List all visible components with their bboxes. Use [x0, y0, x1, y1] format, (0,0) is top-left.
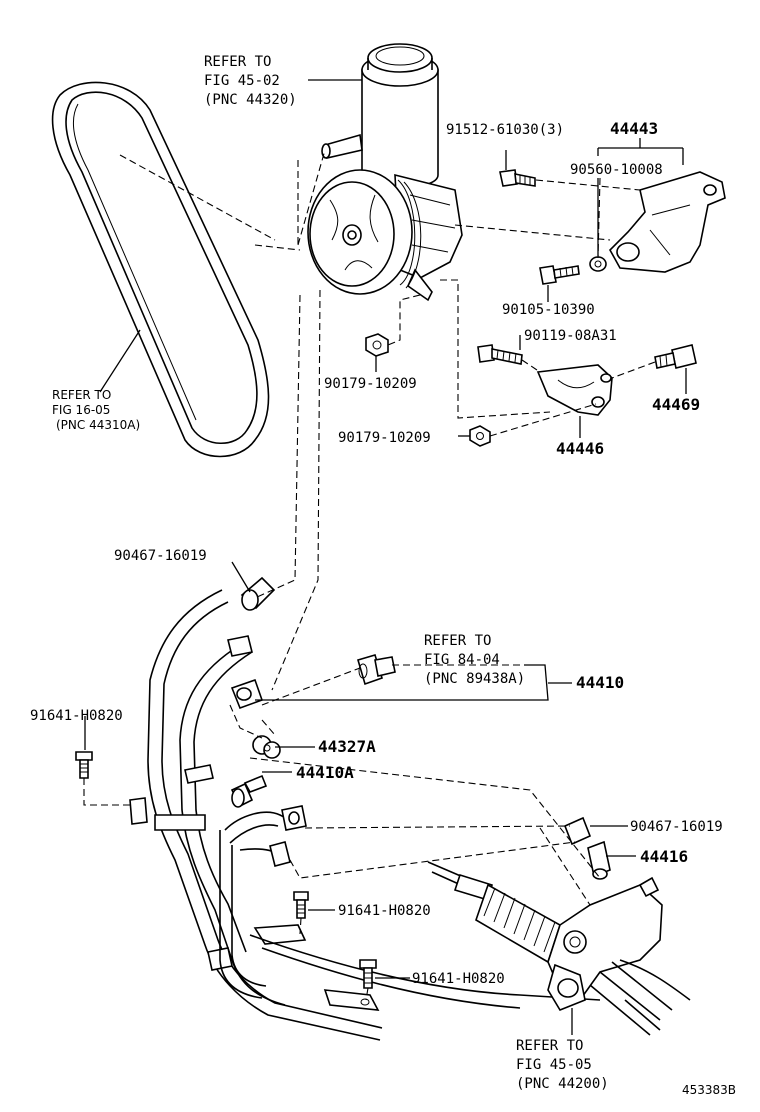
relation-lines [83, 149, 656, 1001]
bolt-90105-10390[interactable] [539, 265, 580, 285]
refer-84-04-line2: FIG 84-04 [424, 652, 500, 668]
refer-45-05-line2: FIG 45-05 [516, 1057, 592, 1073]
pressure-feed-tubes[interactable] [219, 805, 601, 1011]
washer-90560-10008[interactable] [589, 256, 607, 272]
label-90179-10209-upper: 90179-10209 [324, 376, 417, 392]
refer-84-04-line1: REFER TO [424, 633, 491, 649]
bolt-91512-61030[interactable] [499, 169, 536, 187]
label-90105-10390: 90105-10390 [502, 302, 595, 318]
label-44443: 44443 [610, 119, 658, 138]
label-91641-H0820-b: 91641-H0820 [338, 903, 431, 919]
label-91641-H0820-a: 91641-H0820 [30, 708, 123, 724]
oil-pump-assembly[interactable] [307, 43, 463, 302]
refer-16-05-line1: REFER TO [52, 388, 111, 402]
diagram-id: 453383B [682, 1083, 736, 1097]
label-90179-10209-lower: 90179-10209 [338, 430, 431, 446]
refer-45-02-line3: (PNC 44320) [204, 92, 297, 108]
label-91641-H0820-c: 91641-H0820 [412, 971, 505, 987]
nut-90179-10209-upper[interactable] [365, 333, 389, 357]
label-90560-10008: 90560-10008 [570, 162, 663, 178]
label-44469: 44469 [652, 395, 700, 414]
leader-lines [84, 79, 687, 1035]
suction-and-return-hoses[interactable] [129, 576, 383, 1041]
refer-16-05-line2: FIG 16-05 [52, 403, 110, 417]
refer-45-02-line1: REFER TO [204, 54, 271, 70]
stud-44469[interactable] [654, 344, 697, 369]
nut-90179-10209-lower[interactable] [469, 425, 491, 447]
bolt-91641-H0820-a[interactable] [75, 751, 93, 779]
steering-gear-assembly[interactable] [427, 816, 691, 1036]
bolt-90119-08A31[interactable] [477, 344, 523, 365]
pressure-switch-89438A[interactable] [357, 654, 396, 686]
labels: REFER TO FIG 45-02 (PNC 44320) 91512-610… [30, 54, 736, 1097]
label-44410: 44410 [576, 673, 624, 692]
union-bolt-44410A[interactable] [230, 774, 268, 808]
bolt-91641-H0820-b[interactable] [293, 891, 309, 919]
label-90119-08A31: 90119-08A31 [524, 328, 617, 344]
label-44416: 44416 [640, 847, 688, 866]
label-44410A: 44410A [296, 763, 354, 782]
label-44446: 44446 [556, 439, 604, 458]
label-90467-16019-upper: 90467-16019 [114, 548, 207, 564]
drive-belt[interactable] [51, 81, 270, 458]
refer-84-04-line3: (PNC 89438A) [424, 671, 525, 687]
gasket-44327A[interactable] [252, 735, 281, 759]
label-44327A: 44327A [318, 737, 376, 756]
refer-45-05-line3: (PNC 44200) [516, 1076, 609, 1092]
bracket-44446[interactable] [536, 364, 613, 416]
bolt-91641-H0820-c[interactable] [359, 959, 377, 989]
label-91512-61030: 91512-61030(3) [446, 122, 564, 138]
refer-45-02-line2: FIG 45-02 [204, 73, 280, 89]
label-90467-16019-lower: 90467-16019 [630, 819, 723, 835]
refer-16-05-line3: (PNC 44310A) [56, 418, 140, 432]
bracket-44443[interactable] [609, 171, 726, 273]
refer-45-05-line1: REFER TO [516, 1038, 583, 1054]
